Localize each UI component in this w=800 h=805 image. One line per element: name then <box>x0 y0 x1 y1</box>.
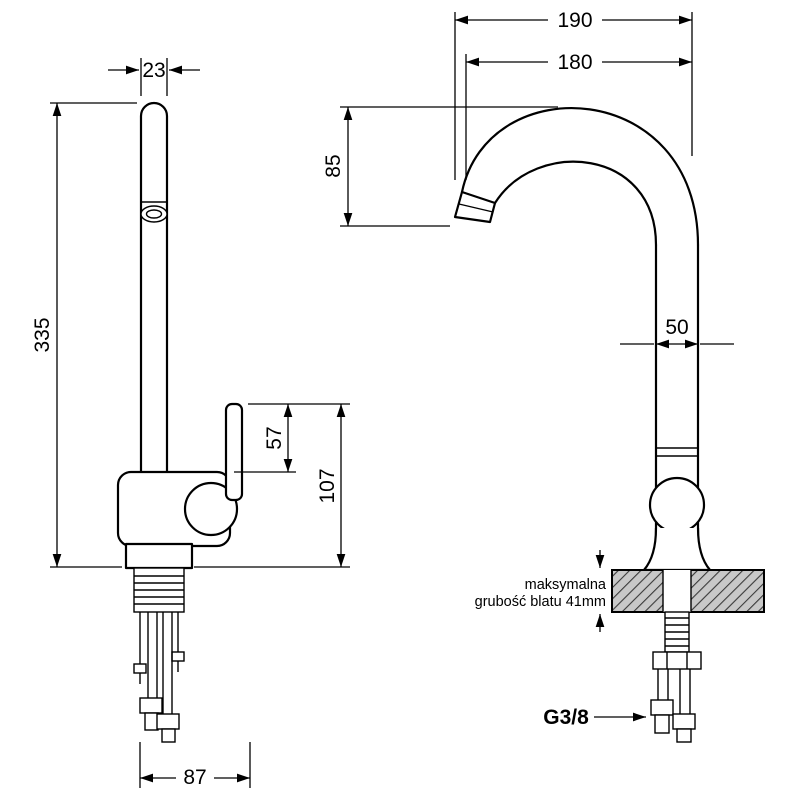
dim-reach: 180 <box>465 51 692 180</box>
spout-tip <box>453 190 497 224</box>
dim-handle-and-body: 57 107 <box>194 403 350 568</box>
base-flare <box>642 527 712 572</box>
dim-label-handle: 57 <box>263 426 286 449</box>
dim-label-base-width: 87 <box>183 766 206 789</box>
dim-total-height: 335 <box>31 102 137 568</box>
dim-arc-height: 85 <box>322 106 558 227</box>
aerator-tip <box>140 201 168 223</box>
mounting-base <box>124 542 194 570</box>
thread-size-callout: G3/8 <box>543 706 646 729</box>
under-counter-hardware <box>650 611 702 743</box>
escutcheon <box>183 481 239 537</box>
counter-note-line2: grubość blatu 41mm <box>475 594 606 610</box>
handle-knob <box>648 476 706 534</box>
mounting-hardware <box>133 612 185 743</box>
dim-column-width: 50 <box>620 316 734 349</box>
dim-spout-width: 23 <box>108 58 200 96</box>
front-view: 23 335 57 107 87 <box>31 58 350 789</box>
dim-label-arc-height: 85 <box>322 154 345 177</box>
countertop <box>611 569 765 613</box>
thread-size-label: G3/8 <box>543 706 589 729</box>
dim-base-width: 87 <box>139 742 251 789</box>
gooseneck-spout <box>453 107 700 247</box>
spout-column <box>139 101 169 472</box>
counter-thickness-note: maksymalna grubość blatu 41mm <box>475 550 607 632</box>
handle-lever <box>224 402 244 502</box>
dim-label-spout-width: 23 <box>142 59 165 82</box>
dim-label-total-height: 335 <box>31 317 54 352</box>
dim-label-reach: 180 <box>557 51 592 74</box>
side-view: 190 180 85 50 maksymalna grub <box>322 9 765 743</box>
dim-label-reach-overall: 190 <box>557 9 592 32</box>
dim-reach-overall: 190 <box>454 9 693 180</box>
dim-label-body-height: 107 <box>316 468 339 503</box>
counter-note-line1: maksymalna <box>525 577 607 593</box>
mounting-shank <box>133 567 185 613</box>
dim-label-column-width: 50 <box>665 316 688 339</box>
mounting-nut <box>652 651 702 670</box>
